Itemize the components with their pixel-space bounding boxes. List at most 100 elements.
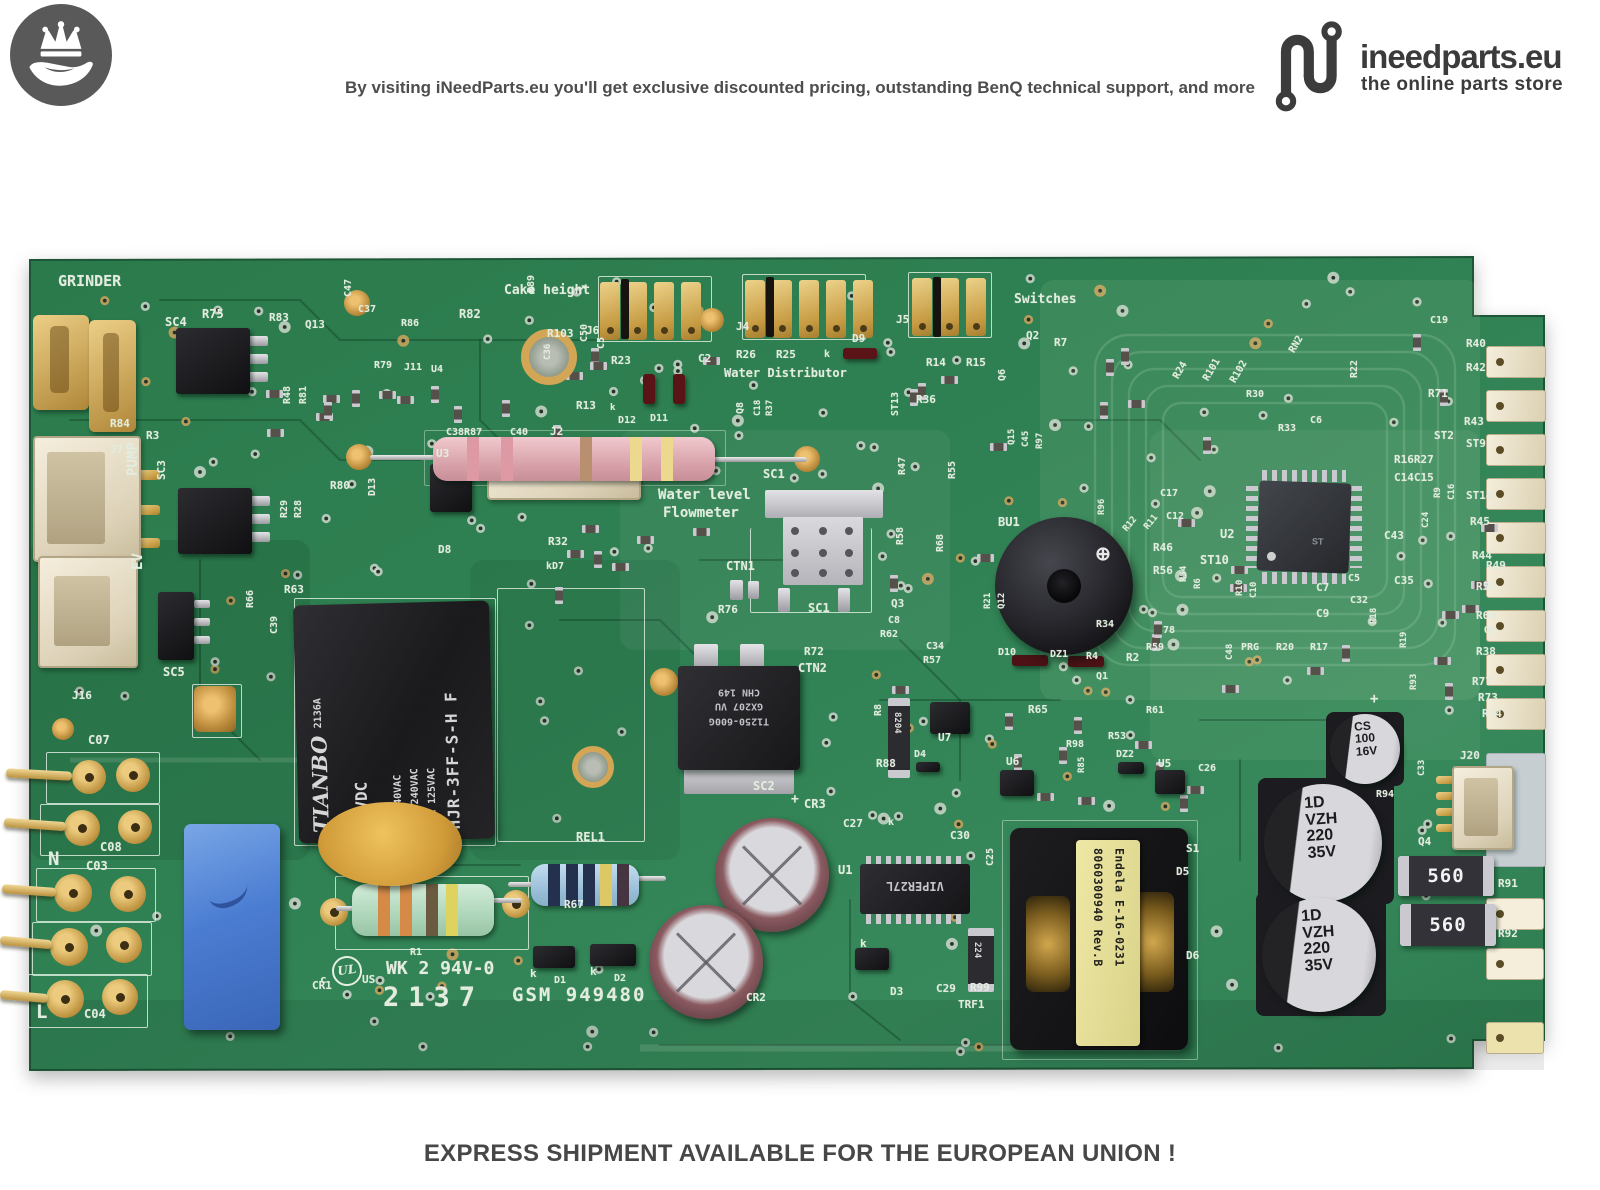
silkscreen-label: R67 — [564, 898, 584, 911]
smd-resistor-560-bottom: 560 — [1400, 904, 1496, 946]
silkscreen-label: R21 — [983, 592, 993, 609]
silkscreen-label: CR2 — [746, 991, 766, 1004]
silkscreen-label: D12 — [618, 415, 637, 426]
smd-component — [890, 575, 899, 593]
silkscreen-label: C35 — [1394, 574, 1414, 587]
silkscreen-label: R57 — [923, 655, 942, 666]
silkscreen-label: Q4 — [1418, 835, 1432, 848]
buzzer-bu1: ⊕ — [995, 517, 1133, 655]
silkscreen-label: R28 — [293, 499, 304, 518]
edge-pad-top — [600, 282, 620, 340]
silkscreen-label: R10 — [1235, 579, 1245, 596]
smd-component — [1004, 713, 1013, 731]
disc-capacitor — [318, 802, 462, 886]
silkscreen-label: Q2 — [1026, 329, 1040, 342]
silkscreen-label: C37 — [358, 304, 377, 315]
silkscreen-label: DZ1 — [1050, 649, 1069, 660]
j16-pad — [194, 686, 236, 732]
brand-logo: ineedparts.eu the online parts store — [1264, 14, 1564, 114]
silkscreen-label: C5 — [1348, 573, 1361, 584]
silkscreen-label: 78 — [1163, 625, 1176, 636]
silkscreen-label: R88 — [876, 757, 896, 770]
silkscreen-label: R17 — [1310, 642, 1329, 653]
silkscreen-label: R25 — [776, 348, 796, 361]
silkscreen-label: D9 — [852, 332, 866, 345]
smd-component — [1036, 792, 1054, 801]
ic-u7 — [930, 702, 970, 734]
smd-component — [567, 549, 585, 558]
silkscreen-label: TRF1 — [958, 998, 985, 1011]
smd-component — [266, 390, 284, 399]
smd-component — [1230, 566, 1248, 575]
silkscreen-label: R40 — [1466, 337, 1486, 350]
test-pad — [344, 290, 370, 316]
terminal-pad — [72, 760, 106, 794]
silkscreen-label: Q1 — [1096, 671, 1109, 682]
silkscreen-label: Q15 — [1007, 428, 1017, 445]
silkscreen-label: R9 — [1433, 487, 1443, 498]
edge-pad-top — [772, 280, 792, 338]
silkscreen-label: D4 — [914, 749, 927, 760]
silkscreen-label: C04 — [84, 1007, 106, 1021]
smps-ic-u1: VIPER27L — [860, 864, 970, 914]
silkscreen-label: U5 — [1158, 757, 1172, 770]
diode-dz1 — [1068, 656, 1104, 667]
silkscreen-outline — [908, 272, 992, 338]
silkscreen-label: R7 — [1054, 336, 1068, 349]
silkscreen-label: PRG — [1241, 642, 1260, 653]
silkscreen-label: C16 — [1447, 483, 1457, 500]
footer-banner: EXPRESS SHIPMENT AVAILABLE FOR THE EUROP… — [423, 1140, 1177, 1167]
silkscreen-label: C40 — [510, 427, 529, 438]
smd-component — [1229, 583, 1247, 592]
header-tagline: By visiting iNeedParts.eu you'll get exc… — [345, 78, 1255, 97]
through-hole-pad — [320, 898, 348, 926]
ic-u5 — [1155, 770, 1185, 794]
silkscreen-label: k — [530, 967, 537, 980]
smd-component — [977, 554, 995, 563]
ev-connector — [38, 556, 138, 668]
silkscreen-label: R58 — [895, 526, 906, 545]
silkscreen-label: R66 — [245, 589, 256, 608]
silkscreen-label: R62 — [880, 629, 899, 640]
silkscreen-label: J16 — [72, 689, 92, 702]
silkscreen-label: R22 — [1349, 359, 1360, 378]
silkscreen-label: U2 — [1220, 527, 1235, 541]
silkscreen-label: D13 — [367, 477, 378, 496]
silkscreen-label: R32 — [548, 535, 568, 548]
silkscreen-label: R55 — [947, 460, 958, 479]
terminal-pad — [102, 979, 138, 1015]
power-resistor-r3 — [433, 437, 715, 481]
silkscreen-label: R84 — [110, 417, 130, 430]
smd-resistor-224: 224 — [968, 928, 994, 992]
silkscreen-label: R72 — [804, 645, 824, 658]
silkscreen-label: Flowmeter — [663, 505, 739, 521]
microcontroller-u2: ST — [1256, 480, 1352, 574]
silkscreen-label: BU1 — [998, 515, 1020, 529]
mount-hole — [521, 329, 577, 385]
sc1-pad — [765, 490, 883, 518]
smd-component — [1180, 794, 1189, 812]
silkscreen-label: R85 — [1077, 756, 1087, 773]
silkscreen-label: R15 — [966, 356, 986, 369]
silkscreen-label: R47 — [897, 456, 908, 475]
test-pad — [650, 668, 678, 696]
smd-component — [1074, 717, 1083, 735]
silkscreen-label: C43 — [1384, 529, 1404, 542]
edge-pad-top — [627, 282, 647, 340]
smd-component — [501, 399, 510, 417]
silkscreen-label: SC5 — [163, 665, 185, 679]
transistor-sc3 — [178, 488, 252, 554]
silkscreen-label: R8 — [873, 703, 884, 716]
silkscreen-label: R74 — [1482, 707, 1502, 720]
smd-component — [703, 356, 721, 365]
transformer-outline — [1002, 820, 1198, 1060]
silkscreen-label: R65 — [1028, 703, 1048, 716]
silkscreen-label: R19 — [1399, 631, 1409, 648]
silkscreen-label: R33 — [1278, 423, 1297, 434]
silkscreen-label: R2 — [1126, 651, 1140, 664]
smd-component — [430, 386, 439, 404]
circuit-n-logo-icon — [1264, 16, 1356, 112]
